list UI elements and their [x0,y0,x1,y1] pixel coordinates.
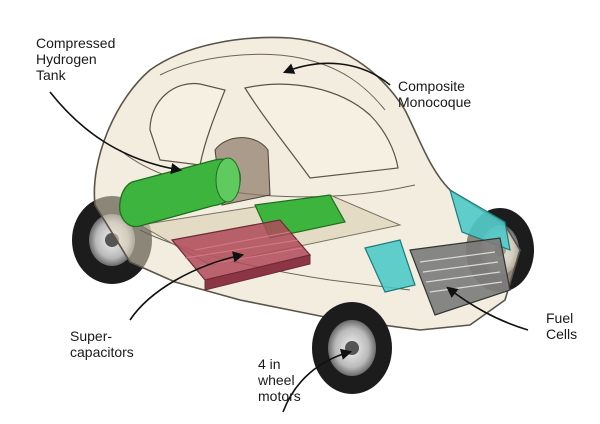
arrow-fuel-cells [446,286,529,331]
label-line: Tank [36,67,66,83]
leader-arrows [49,62,529,413]
label-line: Super- [70,328,113,344]
label-line: Monocoque [398,94,472,110]
label-line: Composite [398,78,465,94]
arrow-monocoque [282,62,391,86]
fuel-cell-housing [364,188,511,316]
label-line: wheel [258,372,295,388]
label-line: Fuel [546,310,574,326]
label-wheel-motors: 4 in wheel motors [258,356,301,404]
label-line: Hydrogen [36,51,97,67]
label-supercapacitors: Super- capacitors [70,328,134,360]
label-line: 4 in [258,356,281,372]
label-line: Cells [546,326,578,342]
label-monocoque: Composite Monocoque [398,78,471,110]
arrow-wheel-motors [282,348,353,413]
front-left-wheel [312,302,392,394]
arrow-supercapacitors [129,251,245,321]
arrow-hydrogen-tank [49,91,183,175]
label-line: motors [258,388,301,404]
label-line: Compressed [36,35,116,51]
label-hydrogen-tank: Compressed Hydrogen Tank [36,35,115,83]
label-fuel-cells: Fuel Cells [546,310,577,342]
label-line: capacitors [70,344,134,360]
